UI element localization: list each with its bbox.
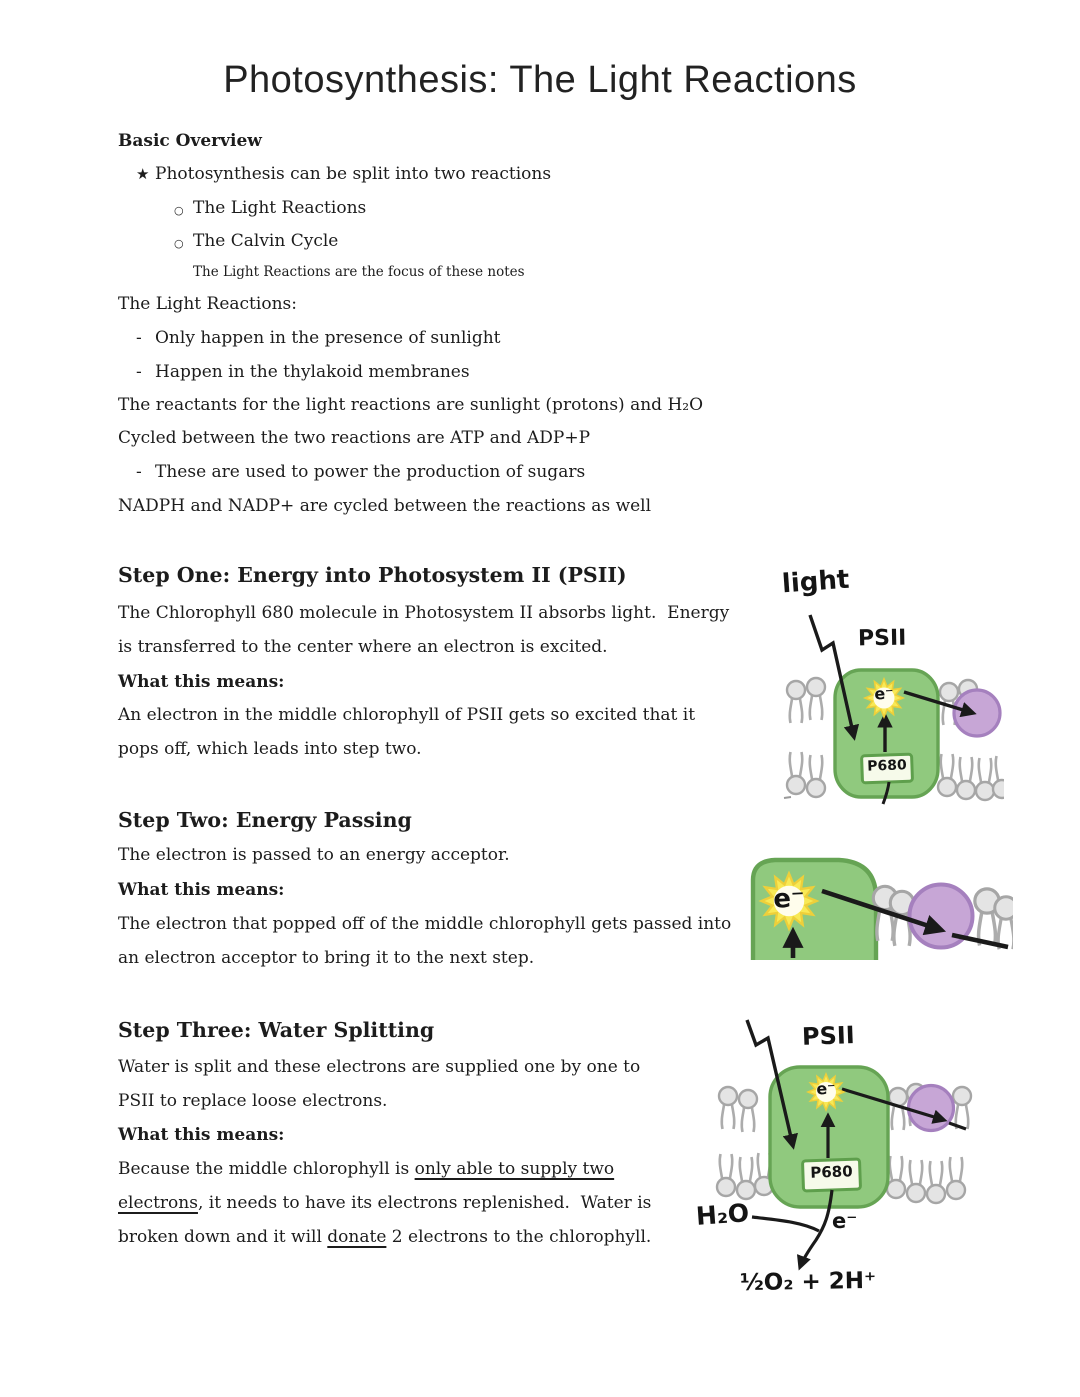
overview-note: The Light Reactions are the focus of the…: [193, 264, 525, 280]
electron-transfer-arrow: [841, 1087, 948, 1124]
light-label: light: [780, 564, 851, 600]
p680-box: [860, 752, 914, 785]
overview-heading: Basic Overview: [118, 131, 262, 151]
electron-label: e⁻: [873, 683, 895, 704]
p680-label: P680: [866, 757, 907, 775]
paragraph-reactants: The reactants for the light reactions ar…: [118, 395, 704, 415]
step-three-means-line: Because the middle chlorophyll is only a…: [118, 1159, 615, 1179]
p680-label: P680: [810, 1162, 853, 1182]
p680-box: [801, 1157, 862, 1193]
step-three-heading: Step Three: Water Splitting: [118, 1018, 435, 1042]
light-reactions-heading: The Light Reactions:: [118, 294, 297, 314]
dash-bullet-icon: -: [136, 328, 142, 348]
page-title: Photosynthesis: The Light Reactions: [223, 59, 857, 101]
bullet-line: - Only happen in the presence of sunligh…: [0, 327, 1080, 351]
electron-starburst-icon: [864, 678, 904, 718]
electron-transfer-arrow: [821, 888, 947, 936]
step-two-heading: Step Two: Energy Passing: [118, 808, 412, 832]
overview-item: Photosynthesis can be split into two rea…: [155, 164, 552, 184]
step-three-means-line: broken down and it will donate 2 electro…: [118, 1227, 652, 1247]
electron-acceptor-blob: [906, 1083, 956, 1133]
light-bolt-arrow-icon: [745, 1019, 798, 1150]
diagram-water-splitting-svg: [715, 1019, 973, 1271]
diagram-energy-passing: e⁻: [745, 846, 1013, 960]
what-this-means-label: What this means:: [118, 1125, 285, 1145]
step-one-line: The Chlorophyll 680 molecule in Photosys…: [118, 603, 730, 623]
bullet-line: ○ The Calvin Cycle: [0, 230, 1080, 254]
electron-transfer-arrow: [903, 690, 977, 718]
diagram-psii-light-svg: [783, 614, 1004, 805]
water-connector-stroke: [751, 1215, 820, 1233]
step-one-line: is transferred to the center where an el…: [118, 637, 608, 657]
step-three-line: Water is split and these electrons are s…: [118, 1057, 641, 1077]
light-reactions-item: Happen in the thylakoid membranes: [155, 362, 470, 382]
circle-bullet-icon: ○: [174, 204, 184, 217]
circle-bullet-icon: ○: [174, 237, 184, 250]
bullet-line: - Happen in the thylakoid membranes: [0, 361, 1080, 385]
light-reactions-item: These are used to power the production o…: [155, 462, 586, 482]
overview-subitem: The Light Reactions: [193, 198, 367, 218]
step-two-line: The electron is passed to an energy acce…: [118, 845, 510, 865]
step-three-line: PSII to replace loose electrons.: [118, 1091, 388, 1111]
star-bullet-icon: ★: [136, 165, 150, 183]
p680-tail-stroke: [881, 781, 891, 805]
step-three-means-line: electrons, it needs to have its electron…: [118, 1193, 652, 1213]
what-this-means-label: What this means:: [118, 880, 285, 900]
diagram-psii-light: light PSII e⁻ P680: [780, 563, 1004, 808]
bullet-line: - These are used to power the production…: [0, 461, 1080, 485]
diagram-energy-passing-svg: [750, 857, 1013, 960]
paragraph-nadph: NADPH and NADP+ are cycled between the r…: [118, 496, 652, 516]
bullet-line: ★ Photosynthesis can be split into two r…: [0, 163, 1080, 187]
stray-mark: [783, 796, 792, 799]
water-label: H₂O: [695, 1198, 751, 1231]
products-label: ½O₂ + 2H⁺: [739, 1267, 877, 1297]
dash-bullet-icon: -: [136, 462, 142, 482]
water-splitting-arrow: [796, 1189, 834, 1271]
dash-bullet-icon: -: [136, 362, 142, 382]
electron-label: e⁻: [815, 1078, 837, 1099]
electron-transfer-arrow-continuation: [948, 1121, 967, 1131]
diagram-water-splitting: PSII e⁻ P680 H₂O e⁻ ½O₂ + 2H⁺: [690, 1012, 980, 1310]
light-bolt-arrow-icon: [808, 614, 860, 741]
psii-label: PSII: [857, 625, 907, 652]
paragraph-cycled: Cycled between the two reactions are ATP…: [118, 428, 591, 448]
step-one-means-line: An electron in the middle chlorophyll of…: [118, 705, 696, 725]
electron-out-label: e⁻: [832, 1209, 858, 1233]
step-two-means-line: an electron acceptor to bring it to the …: [118, 948, 535, 968]
light-reactions-item: Only happen in the presence of sunlight: [155, 328, 501, 348]
psii-label: PSII: [801, 1021, 856, 1051]
psii-blob-outline: [750, 857, 879, 960]
overview-subitem: The Calvin Cycle: [193, 231, 339, 251]
electron-label: e⁻: [772, 883, 806, 915]
step-two-means-line: The electron that popped off of the midd…: [118, 914, 732, 934]
step-one-heading: Step One: Energy into Photosystem II (PS…: [118, 563, 627, 587]
electron-starburst-icon: [760, 872, 818, 930]
electron-starburst-icon: [807, 1073, 845, 1111]
electron-acceptor-blob: [952, 688, 1002, 738]
electron-transfer-arrow-continuation: [951, 932, 1009, 950]
bullet-line: ○ The Light Reactions: [0, 197, 1080, 221]
step-one-means-line: pops off, which leads into step two.: [118, 739, 422, 759]
what-this-means-label: What this means:: [118, 672, 285, 692]
